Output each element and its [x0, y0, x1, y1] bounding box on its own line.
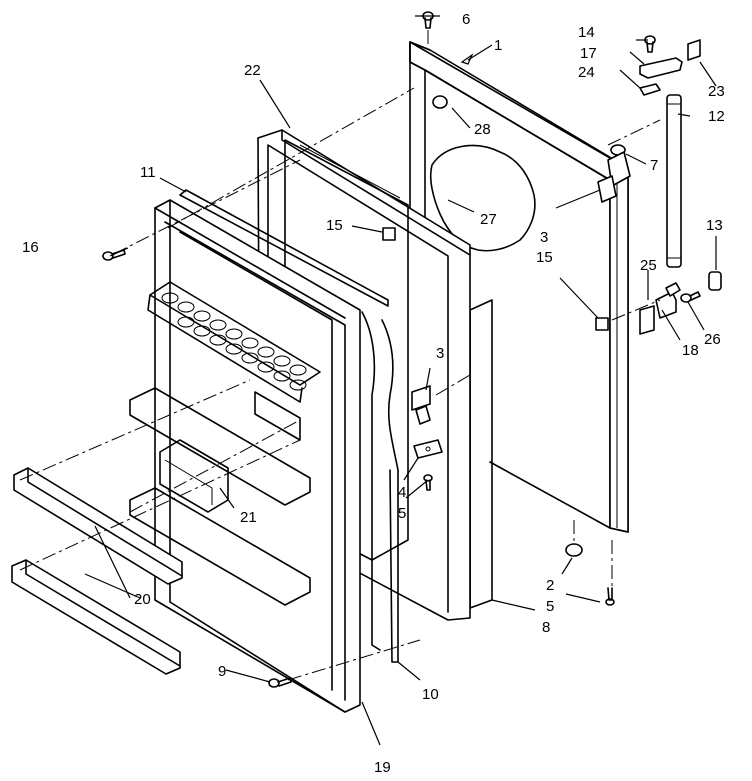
screw-5-right: [605, 587, 615, 606]
gasket-strip: [381, 319, 399, 663]
clip-15: [382, 227, 609, 331]
assembly-lines: [19, 30, 661, 681]
strike-plate-4: [413, 439, 443, 459]
door-stop-bar: [666, 94, 682, 268]
callout-22: 22: [244, 62, 261, 79]
callout-5b: 5: [546, 598, 554, 615]
callout-25: 25: [640, 257, 657, 274]
callout-11: 11: [140, 164, 156, 181]
callout-26: 26: [704, 331, 721, 348]
top-hinge-screw: [644, 35, 656, 53]
door-shelf-lower: [11, 559, 181, 675]
inner-door-liner: [129, 199, 361, 713]
screw-9: [268, 677, 292, 688]
callout-3a: 3: [436, 345, 444, 362]
screw-16: [102, 249, 126, 261]
top-trim-strip: [179, 189, 389, 307]
callout-10: 10: [422, 686, 439, 703]
hinge-shim: [639, 83, 661, 96]
callout-12: 12: [708, 108, 725, 125]
callout-7: 7: [650, 157, 658, 174]
callout-21: 21: [240, 509, 257, 526]
latch-bracket-3: [411, 175, 617, 425]
callout-8: 8: [542, 619, 550, 636]
hinge-cap: [708, 271, 722, 291]
door-plug-28: [432, 95, 448, 109]
callout-28: 28: [474, 121, 491, 138]
callout-24: 24: [578, 64, 595, 81]
callout-19: 19: [374, 759, 391, 776]
insulation-patch: [429, 144, 536, 252]
callout-15b: 15: [536, 249, 553, 266]
callout-6: 6: [462, 11, 470, 28]
leader-lines: [84, 15, 717, 746]
callout-1: 1: [494, 37, 502, 54]
callout-16: 16: [22, 239, 39, 256]
callout-14: 14: [578, 24, 595, 41]
callout-4: 4: [398, 484, 406, 501]
callout-2: 2: [546, 577, 554, 594]
top-hinge-bracket: [639, 39, 701, 79]
hinge-screw-26: [680, 291, 701, 303]
screw-5-left: [423, 474, 433, 491]
callout-17: 17: [580, 45, 597, 62]
callout-27: 27: [480, 211, 497, 228]
callout-5a: 5: [398, 505, 406, 522]
callout-15a: 15: [326, 217, 343, 234]
callout-23: 23: [708, 83, 725, 100]
screw-6: [422, 11, 434, 29]
callout-20: 20: [134, 591, 151, 608]
callout-18: 18: [682, 342, 699, 359]
bottom-hinge-bracket: [639, 282, 681, 335]
callout-3b: 3: [540, 229, 548, 246]
door-shelf-upper: [13, 467, 183, 585]
callout-9: 9: [218, 663, 226, 680]
callout-labels: 1 6 14 17 24 23 12 28 7 22 11 27 15 16 3…: [22, 11, 725, 776]
plug-2: [565, 543, 583, 557]
callout-13: 13: [706, 217, 723, 234]
